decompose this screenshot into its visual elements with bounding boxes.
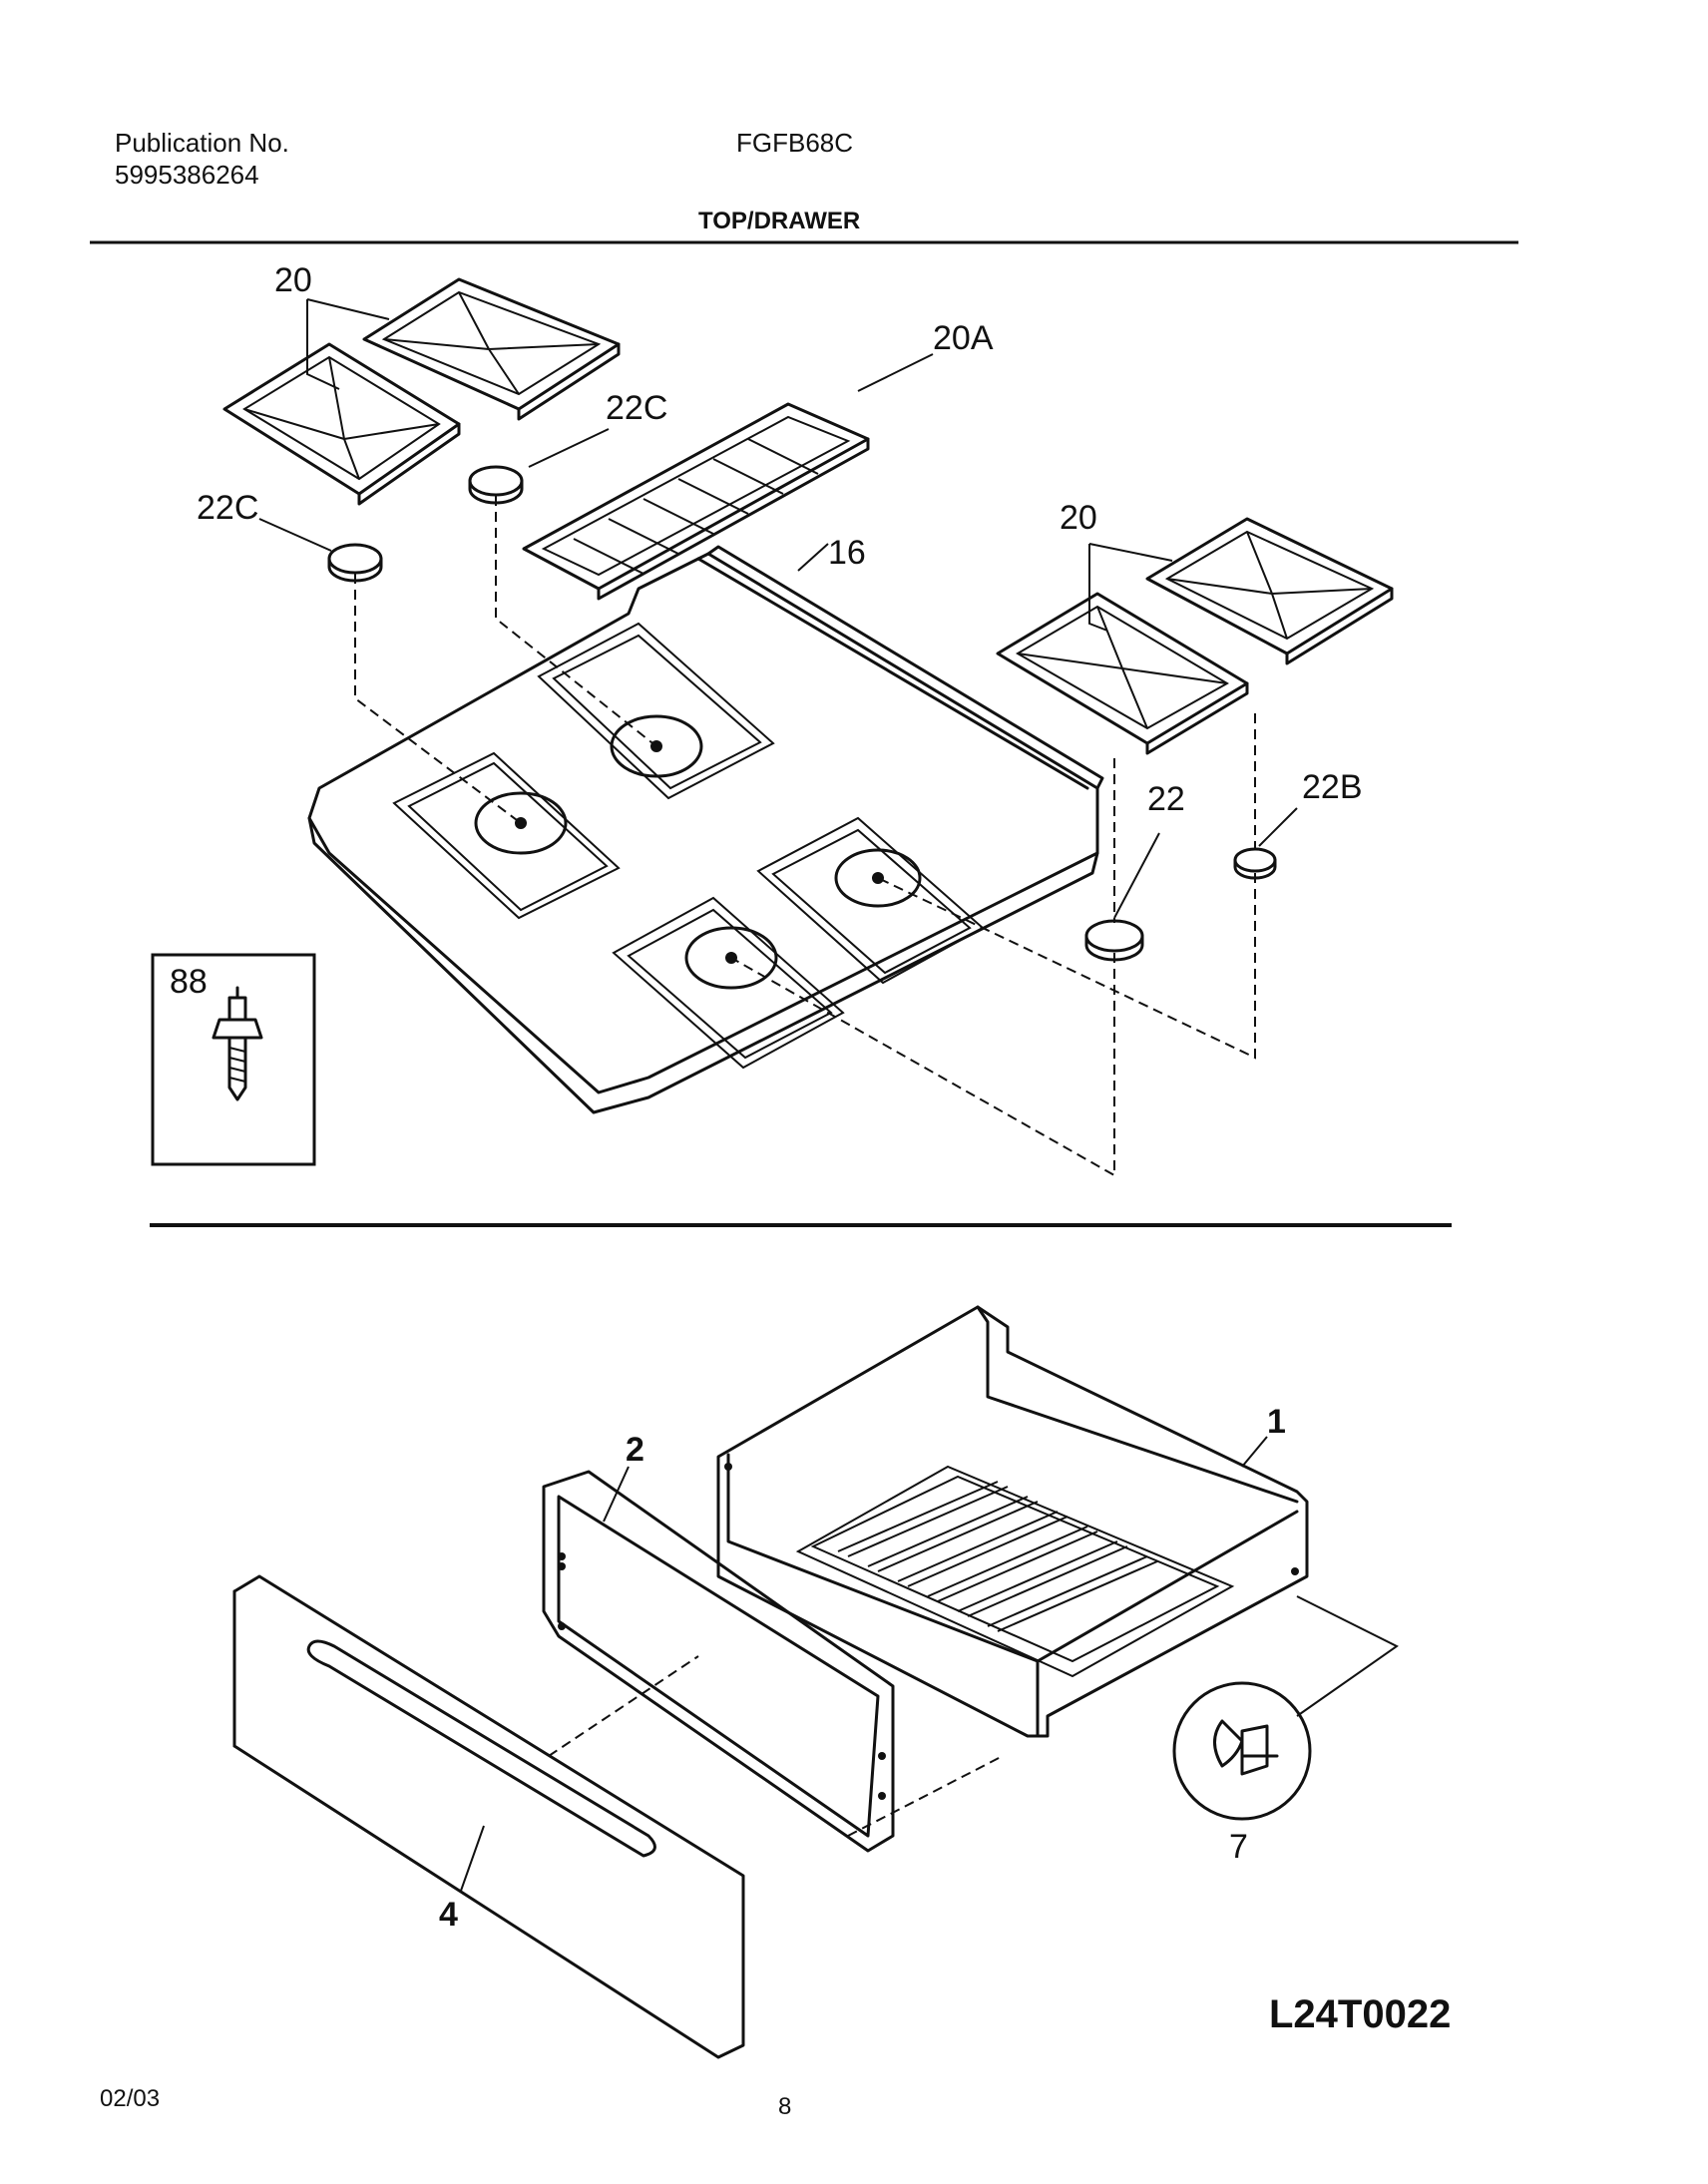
screw-inset [151,953,316,1166]
diagram-code: L24T0022 [1269,1992,1451,2036]
publication-number: 5995386264 [115,160,259,190]
callout-4: 4 [439,1896,458,1934]
callout-22c-rear: 22C [606,389,667,427]
callout-20a: 20A [933,319,994,357]
callout-88: 88 [170,963,208,1001]
callout-20-left: 20 [274,261,312,299]
publication-label: Publication No. [115,128,289,158]
callout-7: 7 [1229,1828,1248,1866]
alignment-lines-drawer [548,1655,1004,1837]
burner-cap-22c-left [327,543,383,583]
callout-22b: 22B [1302,768,1363,806]
grate-left-pair [222,277,621,506]
callout-20-right: 20 [1060,499,1097,537]
drawer-body [716,1305,1309,1738]
cooktop-panel [307,545,1104,1114]
callout-16: 16 [828,534,866,572]
burner-cap-22b [1233,847,1277,880]
grate-center [522,402,870,601]
callout-22c-left: 22C [197,489,258,527]
drawer-front-panel [232,1574,745,2059]
callout-1: 1 [1267,1403,1286,1441]
callout-2: 2 [626,1431,644,1469]
burner-cap-22c-rear [468,465,524,505]
section-title: TOP/DRAWER [698,208,861,234]
page-number: 8 [778,2093,792,2120]
drawer-liner [542,1470,895,1853]
alignment-lines-top [354,496,1256,1177]
grate-right-pair [996,517,1394,755]
model-number: FGFB68C [736,128,854,158]
footer-date: 02/03 [100,2085,161,2112]
leader-lines-drawer [460,1436,1268,1892]
glide-detail [1172,1595,1399,1821]
leader-lines-top [258,298,1298,919]
callout-22: 22 [1147,780,1185,818]
